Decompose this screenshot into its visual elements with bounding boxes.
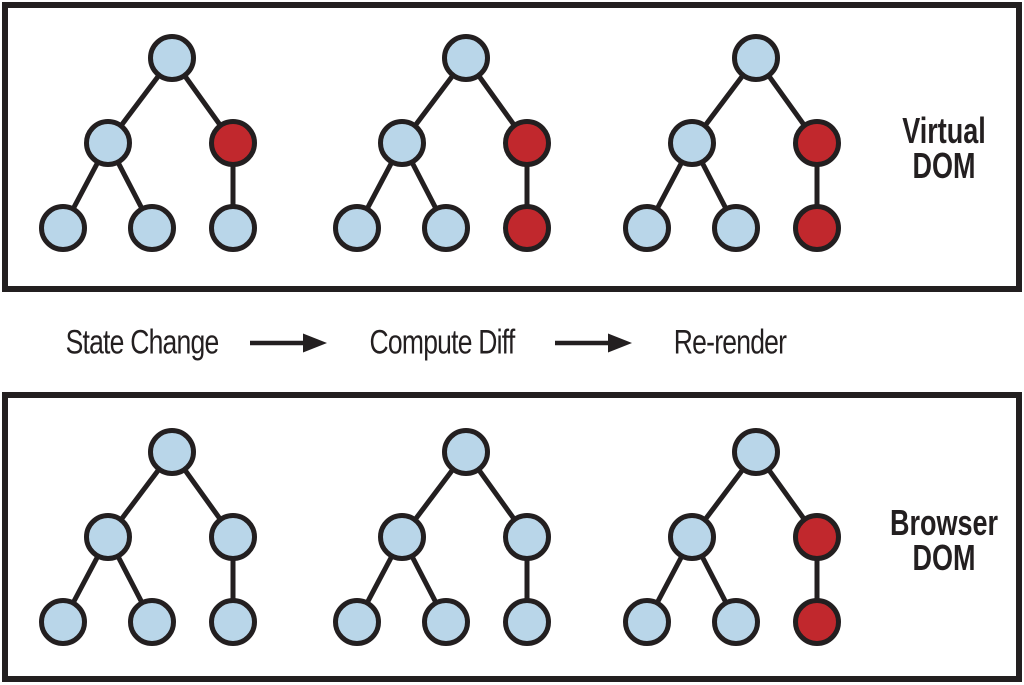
tree-graphic bbox=[623, 428, 841, 646]
tree-node bbox=[732, 428, 780, 476]
tree-node bbox=[442, 428, 490, 476]
arrow-icon bbox=[250, 333, 327, 353]
tree-node bbox=[209, 598, 257, 646]
tree-node-changed bbox=[793, 119, 841, 167]
tree-node bbox=[39, 598, 87, 646]
virtual-dom-tree-1 bbox=[38, 30, 288, 255]
tree-graphic bbox=[333, 34, 551, 252]
tree-node-changed bbox=[793, 204, 841, 252]
virtual-dom-label-line-2: DOM bbox=[912, 145, 976, 186]
tree-node bbox=[209, 204, 257, 252]
tree-node-changed bbox=[503, 119, 551, 167]
virtual-dom-label: Virtual DOM bbox=[902, 110, 986, 186]
tree-node-changed bbox=[793, 598, 841, 646]
browser-dom-label-line-1: Browser bbox=[889, 502, 999, 543]
tree-node bbox=[128, 598, 176, 646]
tree-graphic bbox=[39, 428, 257, 646]
tree-node bbox=[148, 34, 196, 82]
tree-node bbox=[623, 204, 671, 252]
tree-node bbox=[442, 34, 490, 82]
step-state-change: State Change bbox=[65, 323, 220, 362]
tree-node bbox=[333, 204, 381, 252]
tree-node-changed bbox=[503, 204, 551, 252]
virtual-dom-tree-2 bbox=[332, 30, 582, 255]
arrow-icon bbox=[555, 333, 632, 353]
tree-node bbox=[39, 204, 87, 252]
tree-node bbox=[712, 204, 760, 252]
tree-node bbox=[668, 119, 716, 167]
tree-node bbox=[148, 428, 196, 476]
tree-node bbox=[712, 598, 760, 646]
tree-node bbox=[333, 598, 381, 646]
tree-graphic bbox=[333, 428, 551, 646]
tree-node bbox=[378, 513, 426, 561]
tree-node-changed bbox=[793, 513, 841, 561]
tree-node bbox=[422, 204, 470, 252]
tree-node bbox=[378, 119, 426, 167]
tree-node bbox=[623, 598, 671, 646]
virtual-dom-label-line-1: Virtual bbox=[902, 110, 986, 151]
tree-graphic bbox=[39, 34, 257, 252]
virtual-dom-tree-3 bbox=[622, 30, 872, 255]
tree-node-changed bbox=[209, 119, 257, 167]
browser-dom-label: Browser DOM bbox=[889, 502, 999, 578]
tree-node bbox=[84, 513, 132, 561]
browser-dom-tree-1 bbox=[38, 424, 288, 649]
tree-graphic bbox=[623, 34, 841, 252]
tree-node bbox=[128, 204, 176, 252]
tree-node bbox=[732, 34, 780, 82]
step-compute-diff: Compute Diff bbox=[369, 323, 516, 362]
virtual-dom-panel bbox=[2, 2, 1022, 292]
tree-node bbox=[209, 513, 257, 561]
tree-node bbox=[668, 513, 716, 561]
browser-dom-tree-3 bbox=[622, 424, 872, 649]
tree-node bbox=[503, 598, 551, 646]
browser-dom-label-line-2: DOM bbox=[912, 537, 976, 578]
browser-dom-tree-2 bbox=[332, 424, 582, 649]
tree-node bbox=[84, 119, 132, 167]
step-re-render: Re-render bbox=[673, 323, 787, 362]
browser-dom-panel bbox=[2, 392, 1022, 682]
tree-node bbox=[422, 598, 470, 646]
tree-node bbox=[503, 513, 551, 561]
